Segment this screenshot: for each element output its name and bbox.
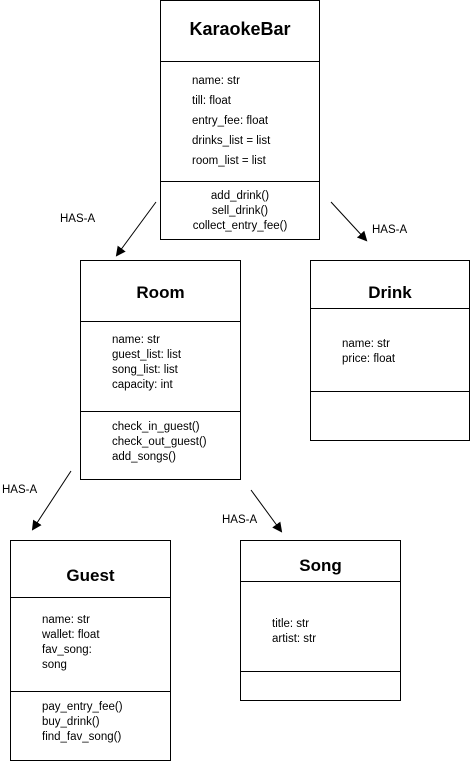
class-attributes-drink: name: str price: float	[342, 337, 395, 367]
class-attribute: wallet: float	[42, 629, 100, 641]
class-attribute: name: str	[192, 75, 240, 87]
class-divider	[81, 321, 240, 322]
class-name-song: Song	[299, 556, 342, 575]
class-attributes-room: name: str guest_list: list song_list: list…	[112, 333, 181, 393]
class-box-karaokebar[interactable]: KaraokeBar name: str till: float entry_fee…	[160, 0, 320, 240]
class-attributes-song: title: str artist: str	[272, 617, 316, 647]
class-attribute: song_list: list	[112, 364, 178, 376]
class-divider	[311, 308, 469, 309]
class-attribute: fav_song:	[42, 644, 92, 656]
class-attributes-guest: name: str wallet: float fav_song:song	[42, 613, 100, 673]
class-methods-karaokebar: add_drink() sell_drink() collect_entry_fee…	[161, 189, 319, 234]
class-attribute: artist: str	[272, 633, 317, 645]
class-attribute: name: str	[112, 334, 160, 346]
class-methods-room: check_in_guest() check_out_guest() add_son…	[112, 420, 207, 465]
class-attribute: drinks_list = list	[192, 135, 271, 147]
class-method: add_drink()	[210, 190, 270, 202]
class-divider	[81, 411, 240, 412]
class-divider	[11, 597, 170, 598]
class-methods-guest: pay_entry_fee() buy_drink() find_fav_song(…	[42, 700, 123, 745]
class-attribute: name: str	[42, 614, 90, 626]
class-attribute: name: str	[342, 338, 390, 350]
class-attribute: guest_list: list	[112, 349, 182, 361]
arrow-room-song	[250, 489, 283, 533]
arrow-room-guest	[31, 470, 72, 531]
class-divider	[161, 61, 319, 62]
class-box-drink[interactable]: Drink name: str price: float	[310, 260, 470, 441]
relation-label-room-song: HAS-A	[222, 514, 258, 526]
class-method: pay_entry_fee()	[42, 701, 123, 713]
class-divider	[311, 391, 469, 392]
class-divider	[161, 181, 319, 182]
class-method: add_songs()	[112, 451, 176, 463]
class-box-guest[interactable]: Guest name: str wallet: float fav_song:son…	[10, 540, 171, 761]
class-method: sell_drink()	[211, 205, 269, 217]
class-box-song[interactable]: Song title: str artist: str	[240, 540, 401, 701]
class-attribute: entry_fee: float	[192, 115, 269, 127]
arrow-karaokebar-drink	[330, 201, 368, 242]
class-name-guest: Guest	[66, 566, 115, 585]
arrow-karaokebar-room	[115, 201, 157, 257]
class-attribute: song	[42, 659, 67, 671]
class-method: find_fav_song()	[42, 731, 122, 743]
class-method: check_out_guest()	[112, 436, 207, 448]
class-attribute: price: float	[342, 353, 396, 365]
relation-label-karaokebar-room: HAS-A	[60, 213, 96, 225]
class-divider	[241, 581, 400, 582]
class-method: check_in_guest()	[112, 421, 200, 433]
class-method: buy_drink()	[42, 716, 100, 728]
class-attributes-karaokebar: name: str till: float entry_fee: float drin…	[192, 71, 270, 171]
class-attribute: till: float	[192, 95, 231, 107]
relation-label-room-guest: HAS-A	[2, 484, 38, 496]
class-name-drink: Drink	[368, 283, 412, 302]
class-attribute: capacity: int	[112, 379, 173, 391]
class-attribute: room_list = list	[192, 155, 266, 167]
class-name-room: Room	[136, 283, 185, 302]
class-method: collect_entry_fee()	[192, 220, 288, 232]
class-divider	[11, 691, 170, 692]
class-divider	[241, 671, 400, 672]
relation-label-karaokebar-drink: HAS-A	[372, 224, 408, 236]
class-name-karaokebar: KaraokeBar	[189, 19, 291, 39]
class-attribute: title: str	[272, 618, 310, 630]
class-box-room[interactable]: Room name: str guest_list: list song_list:…	[80, 260, 241, 480]
